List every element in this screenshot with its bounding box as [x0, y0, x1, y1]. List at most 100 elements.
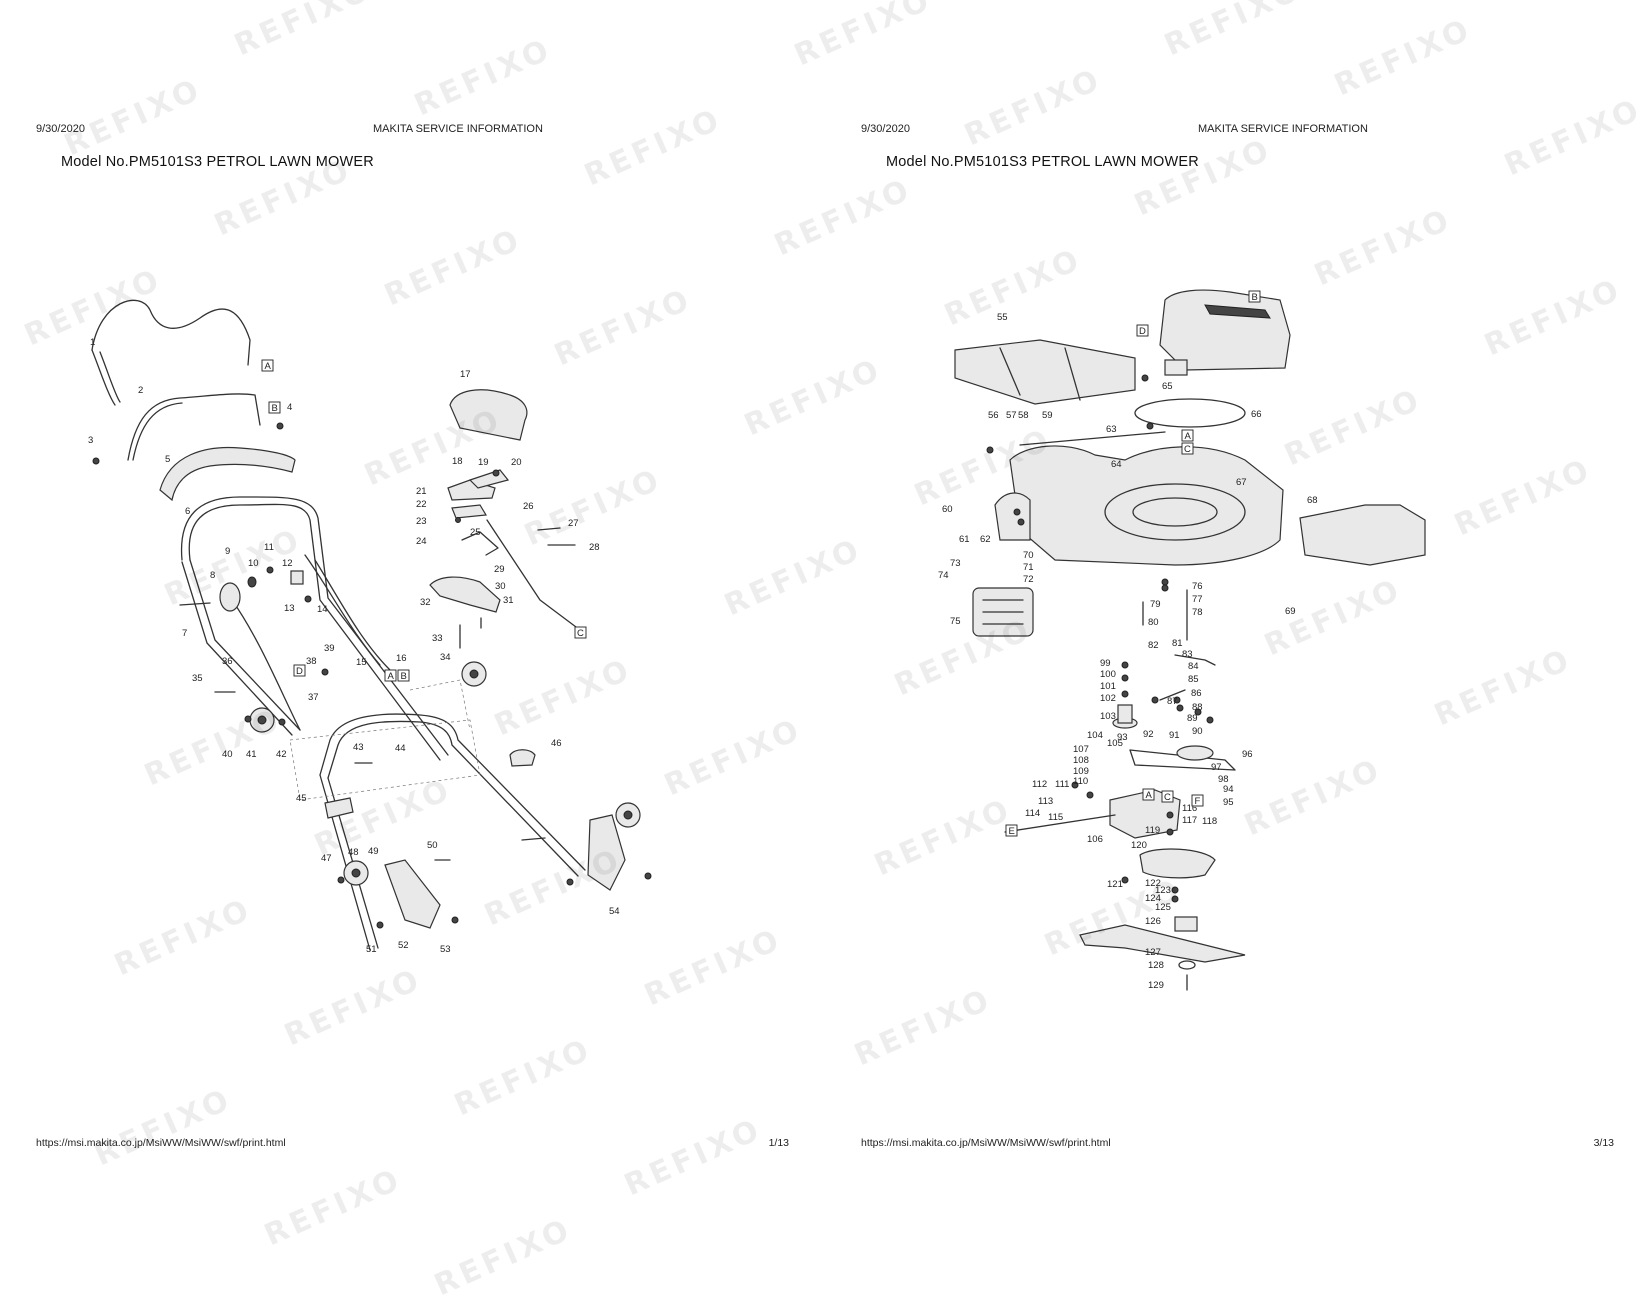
deck-engine-diagram: 55 56 57 58 59 60 61 62 63 64 65 66 67 6…	[938, 289, 1426, 991]
label-61: 61	[959, 534, 970, 545]
label-62: 62	[980, 534, 991, 545]
label-32: 32	[420, 597, 431, 608]
label-107: 107	[1073, 744, 1089, 755]
label-18: 18	[452, 456, 463, 467]
label-43: 43	[353, 742, 364, 753]
label-70: 70	[1023, 550, 1034, 561]
label-42: 42	[276, 749, 287, 760]
label-87: 87	[1167, 696, 1178, 707]
label-41: 41	[246, 749, 257, 760]
label-63: 63	[1106, 424, 1117, 435]
label-12: 12	[282, 558, 293, 569]
deck	[1009, 445, 1284, 566]
label-73: 73	[950, 558, 961, 569]
label-95: 95	[1223, 797, 1234, 808]
label-93: 93	[1117, 732, 1128, 743]
header-date: 9/30/2020	[36, 123, 85, 135]
label-127: 127	[1145, 947, 1161, 958]
label-44: 44	[395, 743, 406, 754]
label-78: 78	[1192, 607, 1203, 618]
label-35: 35	[192, 673, 203, 684]
main-handle	[188, 503, 441, 761]
ref-A-top: A	[1185, 431, 1192, 442]
label-57: 57	[1006, 410, 1017, 421]
label-8: 8	[210, 570, 215, 581]
label-72: 72	[1023, 574, 1034, 585]
label-88: 88	[1192, 702, 1203, 713]
label-124: 124	[1145, 893, 1161, 904]
label-6: 6	[185, 506, 190, 517]
label-39: 39	[324, 643, 335, 654]
label-101: 101	[1100, 681, 1116, 692]
label-13: 13	[284, 603, 295, 614]
label-1: 1	[90, 337, 95, 348]
label-98: 98	[1218, 774, 1229, 785]
label-20: 20	[511, 457, 522, 468]
footer-url: https://msi.makita.co.jp/MsiWW/MsiWW/swf…	[861, 1137, 1111, 1149]
header-date: 9/30/2020	[861, 123, 910, 135]
foam-grip	[159, 446, 296, 502]
ref-E: E	[1009, 826, 1015, 837]
clip-45	[324, 797, 354, 819]
label-128: 128	[1148, 960, 1164, 971]
control-cover	[449, 389, 528, 441]
label-89: 89	[1187, 713, 1198, 724]
label-94: 94	[1223, 784, 1234, 795]
label-52: 52	[398, 940, 409, 951]
footer-url: https://msi.makita.co.jp/MsiWW/MsiWW/swf…	[36, 1137, 286, 1149]
label-125: 125	[1155, 902, 1171, 913]
label-27: 27	[568, 518, 579, 529]
label-26: 26	[523, 501, 534, 512]
ref-A-bottom: A	[1146, 790, 1153, 801]
label-38: 38	[306, 656, 317, 667]
label-9: 9	[225, 546, 230, 557]
ref-C-bottom: C	[1164, 792, 1171, 803]
side-flap	[994, 492, 1031, 541]
label-33: 33	[432, 633, 443, 644]
label-120: 120	[1131, 840, 1147, 851]
label-74: 74	[938, 570, 949, 581]
page-left: 9/30/2020 MAKITA SERVICE INFORMATION Mod…	[0, 0, 825, 1275]
label-45: 45	[296, 793, 307, 804]
label-49: 49	[368, 846, 379, 857]
label-121: 121	[1107, 879, 1123, 890]
label-90: 90	[1192, 726, 1203, 737]
page-right: 9/30/2020 MAKITA SERVICE INFORMATION Mod…	[825, 0, 1650, 1275]
blade-shield	[1139, 848, 1216, 879]
label-100: 100	[1100, 669, 1116, 680]
label-60: 60	[942, 504, 953, 515]
label-4: 4	[287, 402, 292, 413]
handle-bar	[127, 393, 261, 461]
label-111: 111	[1055, 779, 1069, 790]
label-104: 104	[1087, 730, 1103, 741]
label-112: 112	[1032, 779, 1047, 790]
engine-cover	[954, 339, 1136, 405]
label-115: 115	[1048, 812, 1063, 823]
label-82: 82	[1148, 640, 1159, 651]
label-53: 53	[440, 944, 451, 955]
label-84: 84	[1188, 661, 1199, 672]
lower-handle	[319, 713, 586, 871]
label-68: 68	[1307, 495, 1318, 506]
label-129: 129	[1148, 980, 1164, 991]
label-48: 48	[348, 847, 359, 858]
label-50: 50	[427, 840, 438, 851]
blade-adapter	[1174, 916, 1198, 932]
label-96: 96	[1242, 749, 1253, 760]
label-105: 105	[1107, 738, 1123, 749]
label-65: 65	[1162, 381, 1173, 392]
label-47: 47	[321, 853, 332, 864]
label-110: 110	[1073, 776, 1088, 787]
label-15: 15	[356, 657, 367, 668]
ref-C: C	[577, 628, 584, 639]
label-10: 10	[248, 558, 259, 569]
label-34: 34	[440, 652, 451, 663]
label-30: 30	[495, 581, 506, 592]
gasket	[1134, 398, 1246, 428]
label-123: 123	[1155, 885, 1171, 896]
label-11: 11	[264, 542, 274, 553]
label-25: 25	[470, 527, 481, 538]
label-40: 40	[222, 749, 233, 760]
rear-guard	[1299, 504, 1426, 566]
label-99: 99	[1100, 658, 1111, 669]
